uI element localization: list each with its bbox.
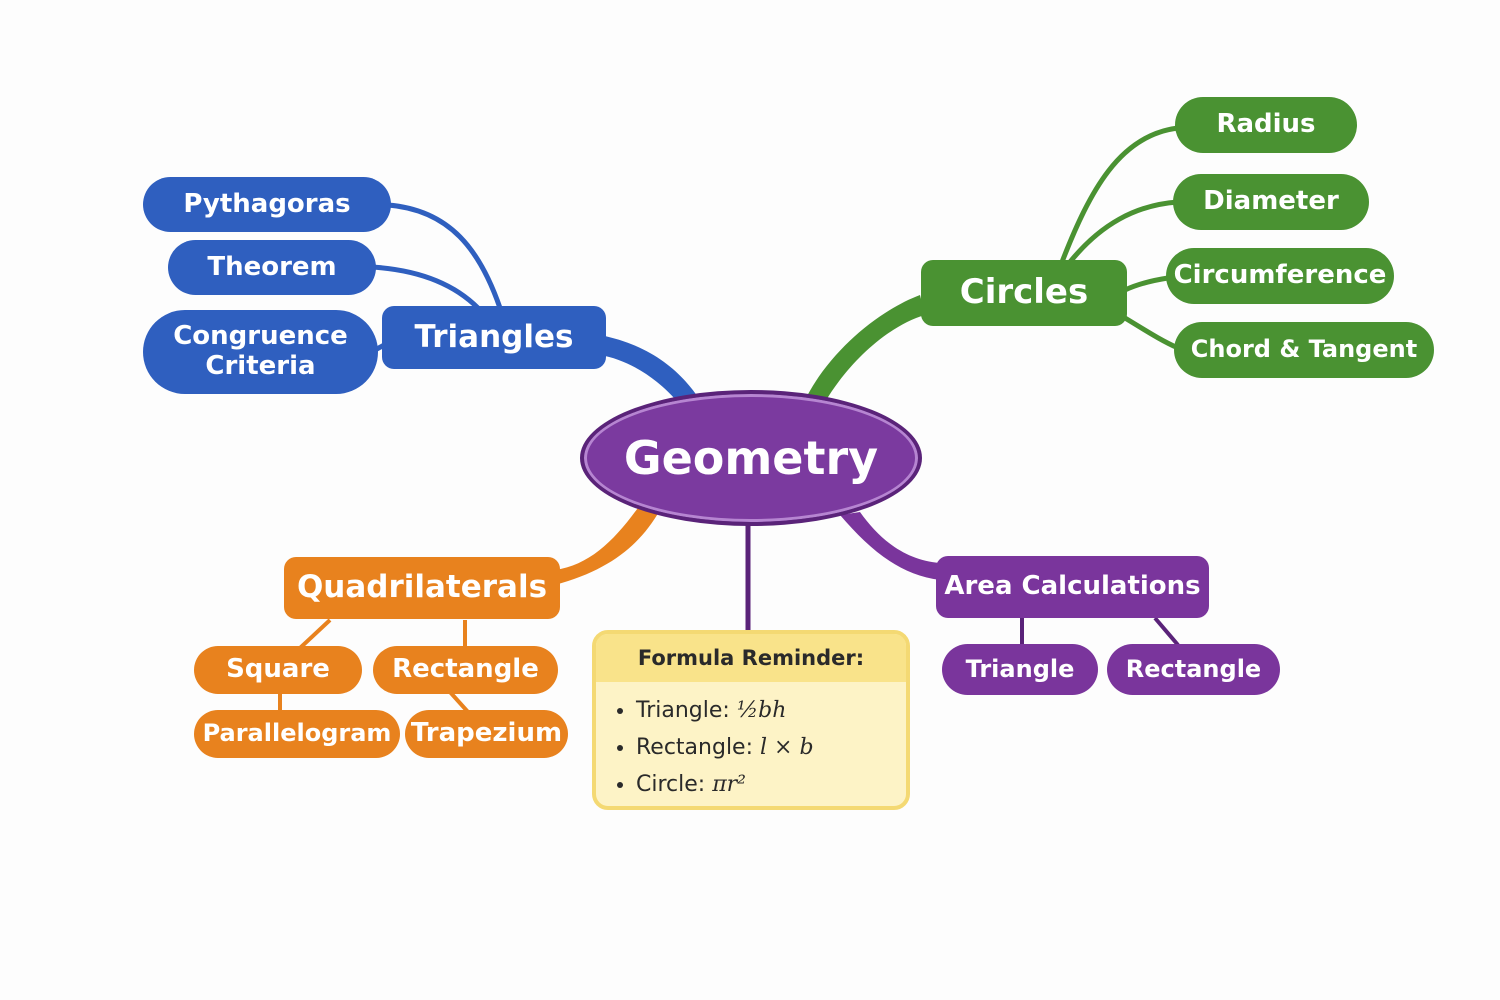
trapezium-node[interactable]: Trapezium <box>405 710 568 758</box>
link-center-circles <box>805 295 925 402</box>
triangle-area-label: Triangle <box>965 654 1075 683</box>
triangles-label: Triangles <box>414 318 574 355</box>
link-center-triangles <box>600 335 700 405</box>
rectangle-area-node[interactable]: Rectangle <box>1107 644 1280 695</box>
pythagoras-node[interactable]: Pythagoras <box>143 177 391 232</box>
formula-item-triangle: Triangle: ½bh <box>636 692 906 729</box>
link-center-area <box>840 512 940 580</box>
link-circles-chord <box>1123 315 1180 351</box>
formula-reminder-title: Formula Reminder: <box>596 634 906 682</box>
parallelogram-label: Parallelogram <box>202 719 392 748</box>
radius-label: Radius <box>1216 109 1316 140</box>
quadrilaterals-node[interactable]: Quadrilaterals <box>284 557 560 619</box>
diameter-node[interactable]: Diameter <box>1173 174 1369 230</box>
formula-label: Circle: <box>636 772 706 797</box>
diameter-label: Diameter <box>1203 186 1339 217</box>
formula-label: Triangle: <box>636 698 730 723</box>
formula-reminder-box: Formula Reminder: Triangle: ½bh Rectangl… <box>592 630 910 810</box>
congruence-criteria-label: Congruence Criteria <box>173 321 348 381</box>
formula-list: Triangle: ½bh Rectangle: l × b Circle: π… <box>596 682 906 803</box>
radius-node[interactable]: Radius <box>1175 97 1357 153</box>
theorem-label: Theorem <box>207 251 337 282</box>
rectangle-quad-node[interactable]: Rectangle <box>373 646 558 694</box>
triangles-node[interactable]: Triangles <box>382 306 606 369</box>
rectangle-quad-label: Rectangle <box>392 654 539 685</box>
rectangle-area-label: Rectangle <box>1125 654 1262 683</box>
square-label: Square <box>226 654 330 685</box>
link-quad-trapezium <box>448 690 470 714</box>
pythagoras-label: Pythagoras <box>183 188 351 219</box>
circles-label: Circles <box>959 272 1089 313</box>
theorem-node[interactable]: Theorem <box>168 240 376 295</box>
formula-expression: l × b <box>760 735 814 760</box>
link-circles-diameter <box>1068 199 1179 264</box>
formula-expression: πr² <box>712 772 746 797</box>
center-label: Geometry <box>623 431 879 485</box>
formula-item-rectangle: Rectangle: l × b <box>636 729 906 766</box>
circumference-node[interactable]: Circumference <box>1166 248 1394 304</box>
center-node[interactable]: Geometry <box>580 390 922 526</box>
link-circles-circumference <box>1123 275 1169 293</box>
formula-item-circle: Circle: πr² <box>636 766 906 803</box>
congruence-criteria-node[interactable]: Congruence Criteria <box>143 310 378 394</box>
trapezium-label: Trapezium <box>410 718 563 749</box>
link-triangles-theorem <box>371 264 480 310</box>
area-calculations-label: Area Calculations <box>944 571 1201 602</box>
area-calculations-node[interactable]: Area Calculations <box>936 556 1209 618</box>
link-area-rectangle <box>1153 616 1180 647</box>
chord-tangent-node[interactable]: Chord & Tangent <box>1174 322 1434 378</box>
chord-tangent-label: Chord & Tangent <box>1190 335 1418 364</box>
link-circles-radius <box>1059 125 1179 263</box>
circles-node[interactable]: Circles <box>921 260 1127 326</box>
quadrilaterals-label: Quadrilaterals <box>296 569 548 606</box>
triangle-area-node[interactable]: Triangle <box>942 644 1098 695</box>
circumference-label: Circumference <box>1173 260 1387 291</box>
formula-expression: ½bh <box>736 698 787 723</box>
link-quad-square <box>298 618 332 650</box>
formula-label: Rectangle: <box>636 735 754 760</box>
link-triangles-pythagoras <box>387 202 503 309</box>
square-node[interactable]: Square <box>194 646 362 694</box>
link-center-quadrilaterals <box>555 505 660 585</box>
parallelogram-node[interactable]: Parallelogram <box>194 710 400 758</box>
